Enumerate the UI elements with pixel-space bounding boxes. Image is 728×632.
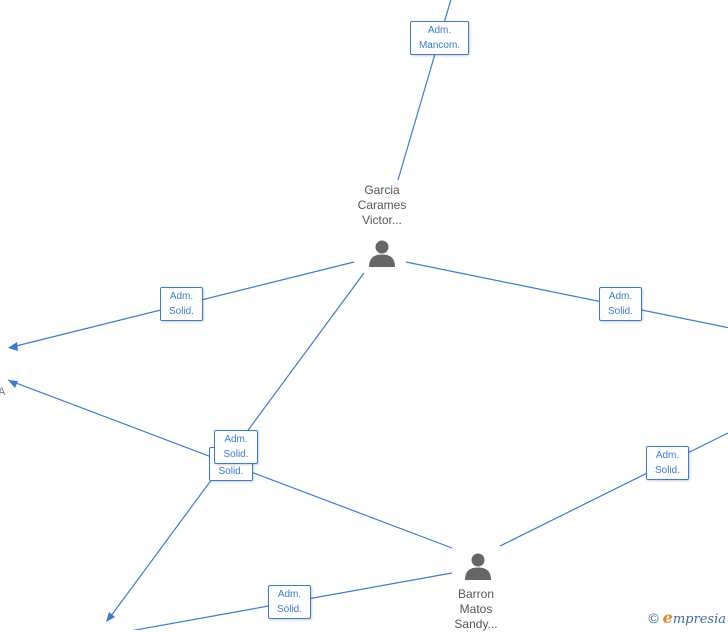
brand-logo[interactable]: empresia [662,608,726,627]
truncated-company-label: A [0,386,6,398]
role-box-adm-solid-right-lower[interactable]: Adm. Solid. [646,446,689,480]
person-icon[interactable] [463,551,493,581]
person-name-line: Carames [357,198,407,212]
edge-garcia-right [405,261,728,329]
role-box-adm-solid-left-upper[interactable]: Adm. Solid. [160,287,203,321]
person-name-line: Garcia [364,183,400,197]
footer-brand: © empresia [648,608,726,627]
role-box-adm-solid-center-front[interactable]: Adm. Solid. [214,430,258,464]
person-name-line: Sandy... [454,617,498,631]
edge-barron-right [499,432,728,547]
person-icon[interactable] [367,238,397,268]
role-box-adm-solid-right-upper[interactable]: Adm. Solid. [599,287,642,321]
person-name-line: Barron [457,587,495,601]
copyright-icon: © [648,609,659,626]
person-node-garcia[interactable]: Garcia Carames Victor... [337,183,427,228]
arrowhead-left-lower [8,380,18,388]
person-node-barron[interactable]: Barron Matos Sandy... [431,587,521,632]
arrowhead-bottom-left [106,612,115,622]
role-box-adm-mancom[interactable]: Adm. Mancom. [410,21,469,55]
arrowhead-left-upper [8,342,18,351]
person-name-line: Victor... [362,213,402,227]
role-box-adm-solid-bottom[interactable]: Adm. Solid. [268,585,311,619]
person-name-line: Matos [459,602,493,616]
